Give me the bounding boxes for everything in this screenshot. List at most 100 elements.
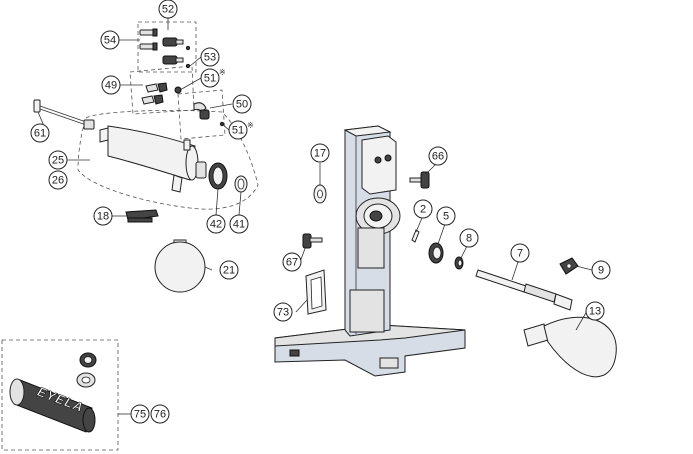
callout-circle (228, 120, 248, 140)
callout-label: 21 (223, 265, 235, 277)
seal-5 (428, 242, 444, 264)
callout-part-8: 8 (459, 228, 479, 248)
callout-label: 17 (314, 148, 326, 160)
callout-circle (200, 47, 220, 67)
callout-part-54: 54 (100, 30, 120, 50)
condenser-25-26 (99, 125, 207, 193)
group-75-outline (1, 339, 119, 451)
callout-circle (48, 150, 68, 170)
callout-part-50: 50 (232, 94, 252, 114)
callout-circle (436, 206, 456, 226)
callout-part-42: 42 (206, 214, 226, 234)
callout-label: 26 (52, 175, 64, 187)
callout-label: 67 (286, 257, 298, 269)
callout-circle (200, 68, 220, 88)
callout-circle (310, 143, 330, 163)
handle-73 (305, 269, 327, 315)
fitting-54 (139, 28, 158, 51)
callout-part-9: 9 (591, 260, 611, 280)
callout-label: 5 (443, 211, 449, 223)
callout-label: 13 (589, 306, 601, 318)
cover-75-76 (9, 352, 97, 433)
main-unit-body (274, 125, 466, 377)
callout-label: 73 (277, 307, 289, 319)
callout-part-51: 51 (228, 120, 248, 140)
callout-circle (93, 206, 113, 226)
clip-9 (559, 257, 579, 275)
evaporating-flask-13 (523, 316, 617, 378)
callout-part-18: 18 (93, 206, 113, 226)
callout-circle (101, 75, 121, 95)
callout-label: 61 (34, 128, 46, 140)
callout-label: 8 (466, 233, 472, 245)
callout-part-52: 52 (158, 0, 178, 19)
callout-part-41: 41 (229, 214, 249, 234)
callout-circle (428, 146, 448, 166)
callout-label: 54 (104, 35, 116, 47)
elbow-49 (141, 82, 182, 105)
callout-label: 50 (236, 99, 248, 111)
fitting-52 (162, 37, 184, 65)
callout-circle (150, 404, 170, 424)
callout-circle (229, 214, 249, 234)
callout-part-2: 2 (413, 199, 433, 219)
callout-circle (206, 214, 226, 234)
callout-circle (273, 302, 293, 322)
asterisk-mark-51-top: ※ (219, 68, 226, 77)
clip-18 (125, 209, 159, 223)
callout-circle (591, 260, 611, 280)
callout-part-67: 67 (282, 252, 302, 272)
asterisk-mark-51-bottom: ※ (247, 121, 254, 130)
pin-2 (411, 229, 420, 243)
callout-label: 41 (233, 219, 245, 231)
callout-circle (100, 30, 120, 50)
callout-circle (282, 252, 302, 272)
part-drawings (9, 28, 617, 433)
washer-17 (313, 184, 327, 204)
knob-66 (409, 171, 430, 189)
callout-part-17: 17 (310, 143, 330, 163)
callout-label: 75 (134, 409, 146, 421)
callout-label: 49 (105, 80, 117, 92)
callout-part-49: 49 (101, 75, 121, 95)
callout-label: 42 (210, 219, 222, 231)
group-50-outline (177, 89, 226, 140)
callout-part-73: 73 (273, 302, 293, 322)
packing-41 (234, 175, 248, 193)
callout-part-51: 51 (200, 68, 220, 88)
callout-part-75: 75 (130, 404, 150, 424)
callout-label: 9 (598, 265, 604, 277)
fitting-53 (185, 45, 191, 69)
group-52-outline (137, 21, 197, 73)
callout-label: 66 (432, 151, 444, 163)
nut-42 (208, 162, 228, 190)
callout-part-13: 13 (585, 301, 605, 321)
callout-label: 51 (204, 73, 216, 85)
callout-part-5: 5 (436, 206, 456, 226)
callout-part-61: 61 (30, 123, 50, 143)
callout-part-21: 21 (219, 260, 239, 280)
callout-part-7: 7 (510, 243, 530, 263)
callout-circle (459, 228, 479, 248)
callout-part-26: 26 (48, 170, 68, 190)
callout-circle (30, 123, 50, 143)
knob-67 (302, 233, 323, 249)
callout-part-66: 66 (428, 146, 448, 166)
callout-circle (48, 170, 68, 190)
callout-circle (219, 260, 239, 280)
callout-circle (585, 301, 605, 321)
callout-circle (158, 0, 178, 19)
callout-circle (130, 404, 150, 424)
callout-part-25: 25 (48, 150, 68, 170)
stopper-rod-61 (33, 99, 95, 130)
ring-8 (454, 256, 464, 270)
callout-label: 52 (162, 4, 174, 16)
callout-part-53: 53 (200, 47, 220, 67)
callout-label: 18 (97, 211, 109, 223)
callout-circle (413, 199, 433, 219)
vapor-duct-7 (475, 269, 573, 311)
callout-part-76: 76 (150, 404, 170, 424)
